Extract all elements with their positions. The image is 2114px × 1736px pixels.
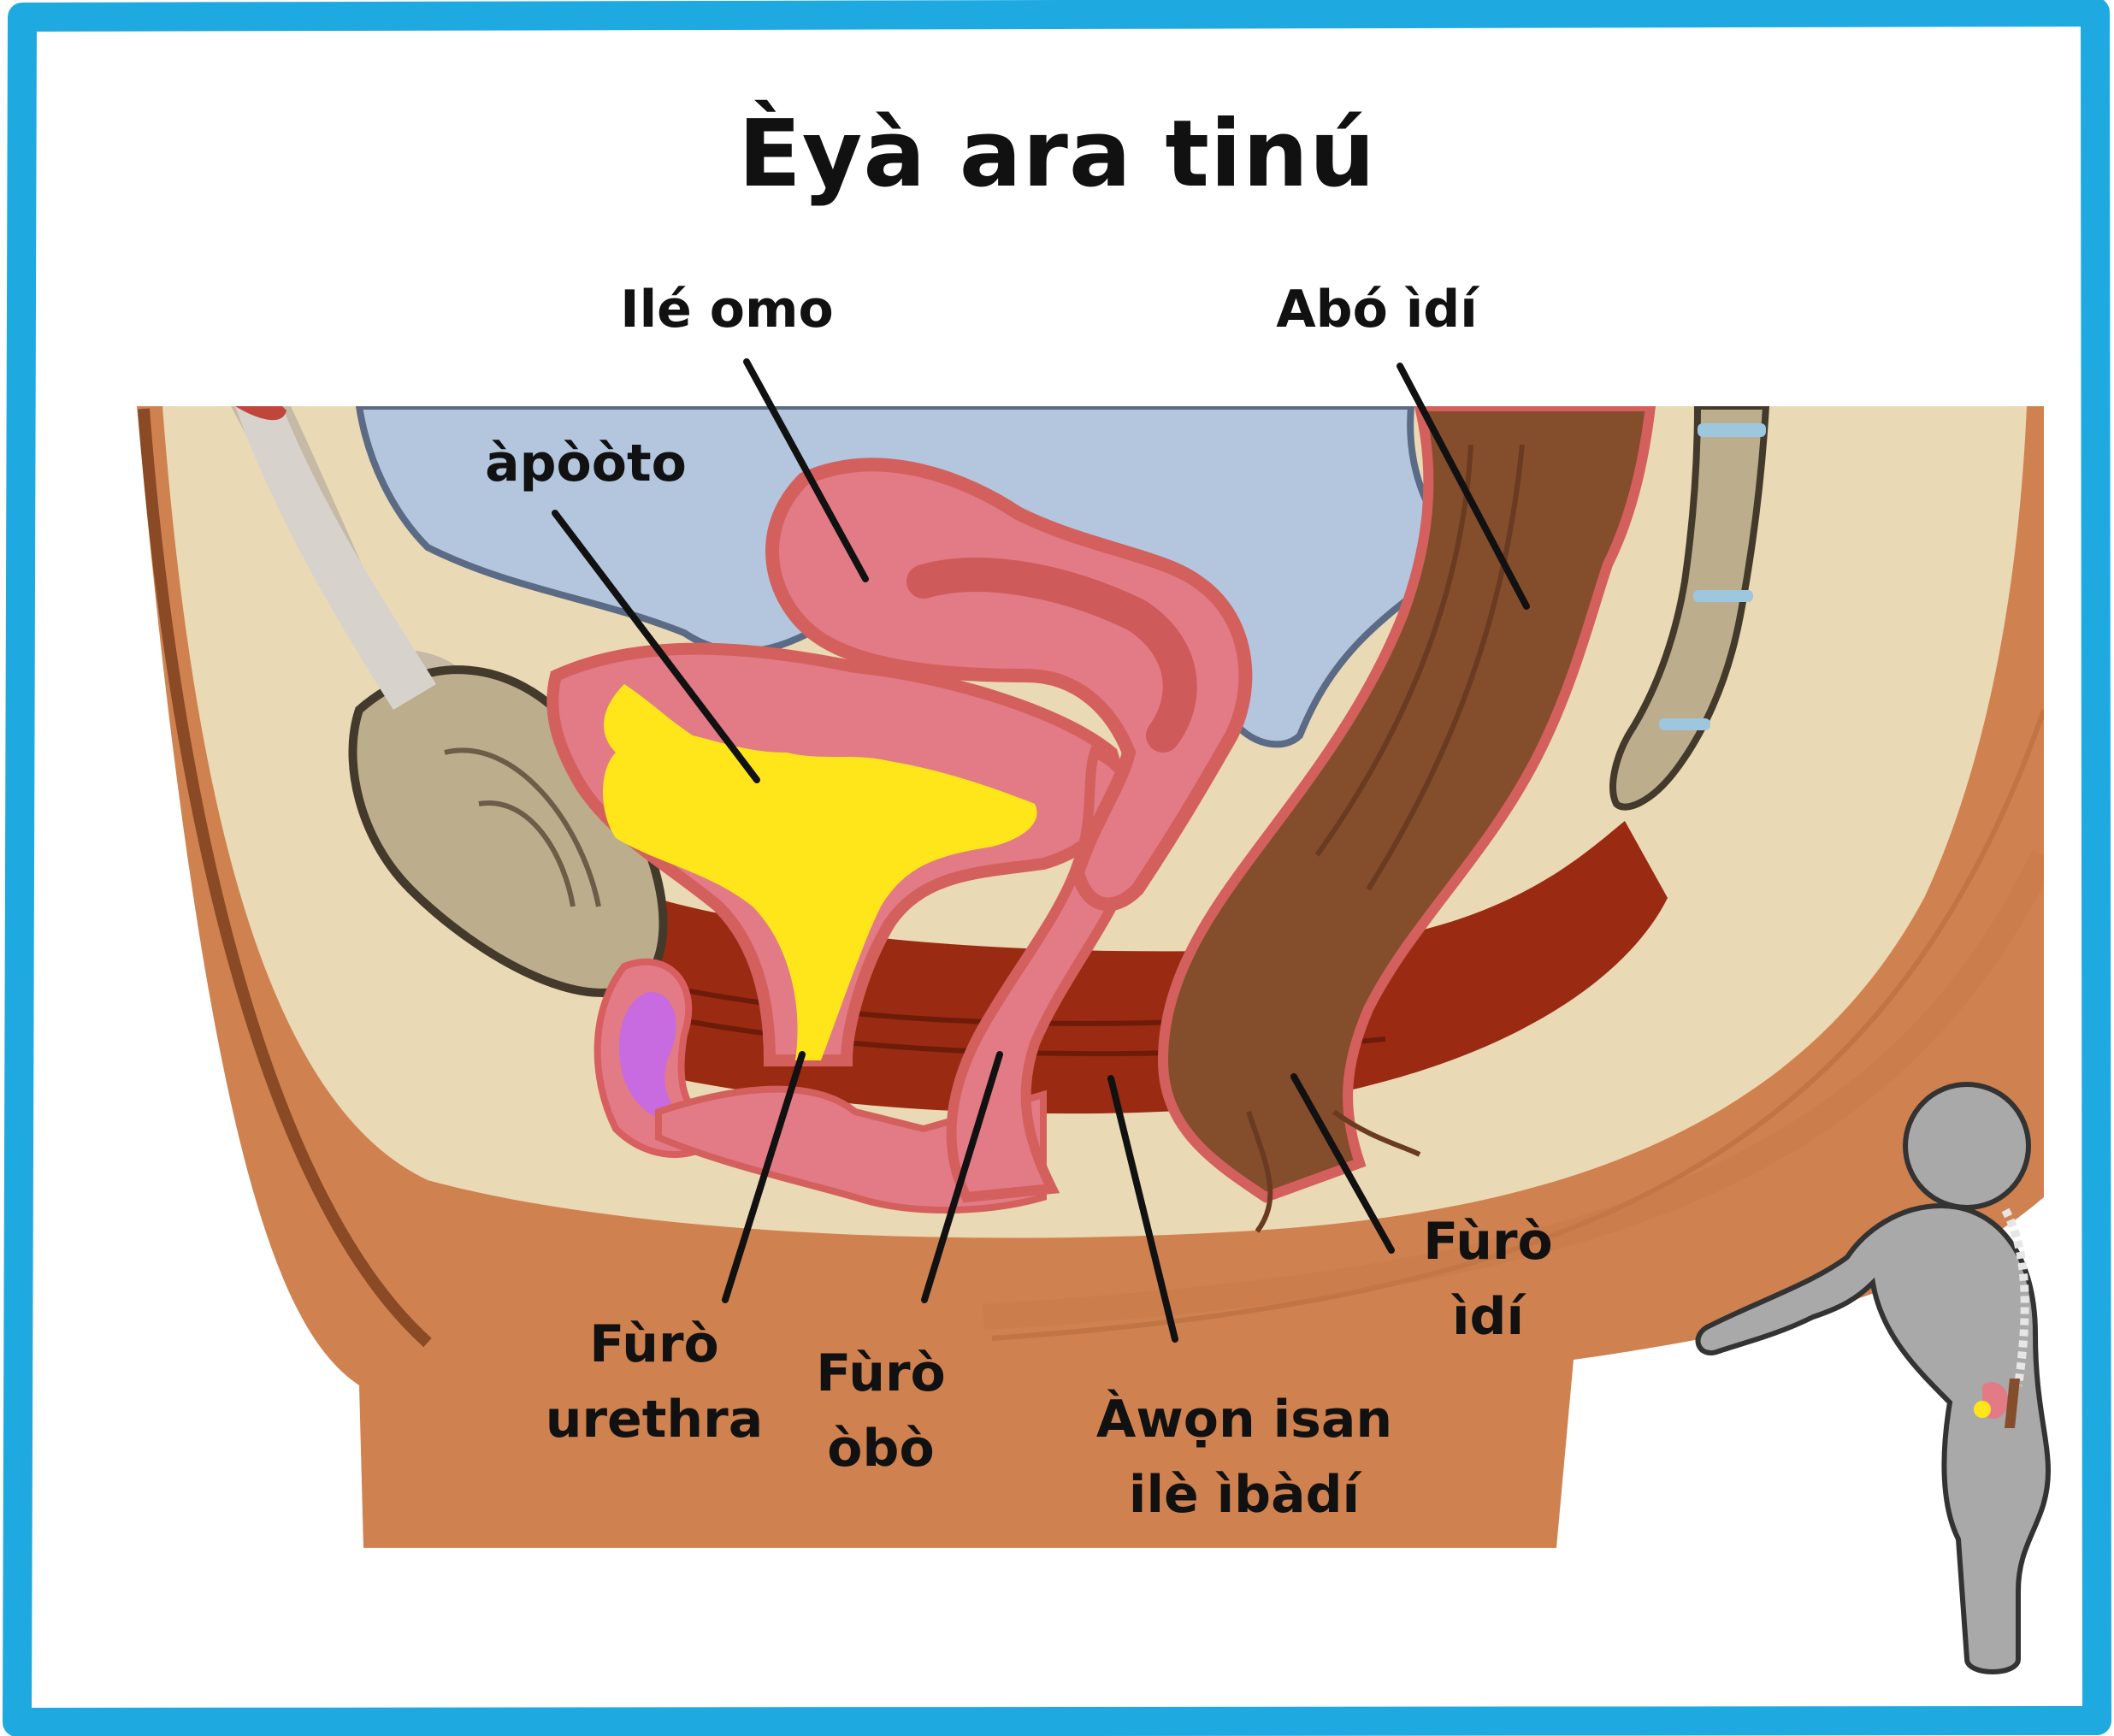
- label-rectum: Abó ìdí: [1249, 272, 1505, 347]
- page-title: Èyà ara tinú: [0, 101, 2114, 208]
- label-anus: Fùrò ìdí: [1360, 1204, 1616, 1355]
- label-pelvic-floor: Àwọn isan ilè ìbàdí: [1052, 1382, 1437, 1532]
- label-bladder: àpòòto: [458, 426, 714, 501]
- label-urethra: Fùrò urethra: [526, 1307, 782, 1457]
- label-uterus: Ilé omo: [599, 272, 855, 347]
- label-vagina: Fùrò òbò: [753, 1336, 1009, 1486]
